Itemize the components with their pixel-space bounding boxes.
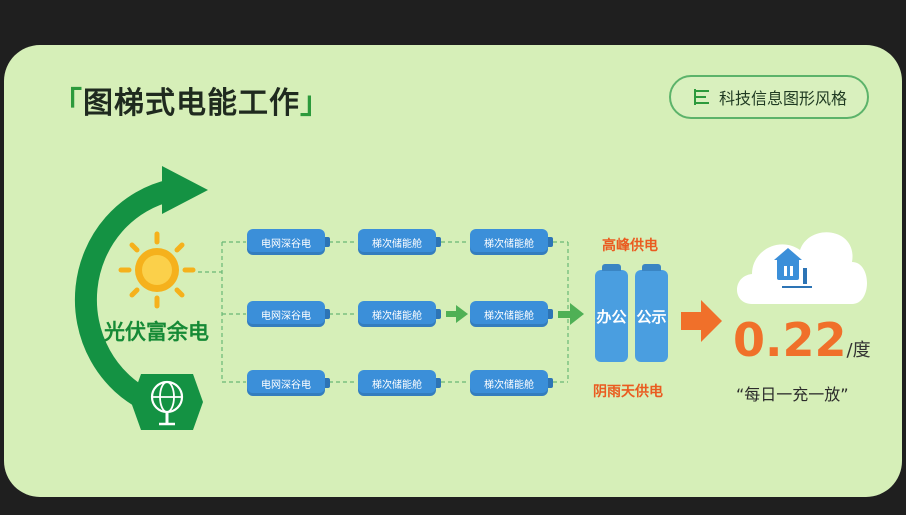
supply-battery-1: 办公	[595, 264, 628, 362]
battery-r2-c3: 梯次储能舱	[470, 301, 553, 327]
price-value: 0.22/度	[733, 313, 871, 367]
supply-battery-2: 公示	[635, 264, 668, 362]
source-label: 光伏富余电	[104, 320, 209, 344]
battery-r3-c2: 梯次储能舱	[358, 370, 441, 396]
small-arrow-right	[558, 303, 584, 325]
price-number: 0.22	[733, 313, 847, 367]
title-bracket-left: 「	[52, 86, 83, 121]
battery-r3-c3: 梯次储能舱	[470, 370, 553, 396]
battery-r1-c2: 梯次储能舱	[358, 229, 441, 255]
cycle-arrow-head	[162, 166, 208, 214]
orange-arrow	[681, 300, 722, 342]
title-text: 图梯式电能工作	[83, 86, 300, 121]
tree-globe-icon	[131, 374, 203, 430]
cloud-home-icon	[737, 232, 867, 304]
style-tag: 科技信息图形风格	[669, 75, 869, 119]
title-bracket-right: 」	[300, 86, 331, 121]
battery-r1-c3: 梯次储能舱	[470, 229, 553, 255]
style-tag-label: 科技信息图形风格	[718, 89, 847, 108]
battery-r2-c2: 梯次储能舱	[358, 301, 441, 327]
small-arrow-mid	[446, 305, 468, 323]
cycle-arrow-arc	[74, 179, 175, 412]
battery-r2-c1: 电网深谷电	[247, 301, 330, 327]
battery-r1-c1: 电网深谷电	[247, 229, 330, 255]
page-title: 「图梯式电能工作」	[52, 78, 331, 122]
sun-icon	[118, 231, 196, 309]
price-unit: /度	[846, 340, 871, 361]
battery-r3-c1: 电网深谷电	[247, 370, 330, 396]
motto-text: “每日一充一放”	[736, 385, 849, 404]
ladder-icon	[693, 89, 709, 105]
peak-supply-label: 高峰供电	[602, 238, 658, 254]
rainy-supply-label: 阴雨天供电	[593, 384, 663, 400]
